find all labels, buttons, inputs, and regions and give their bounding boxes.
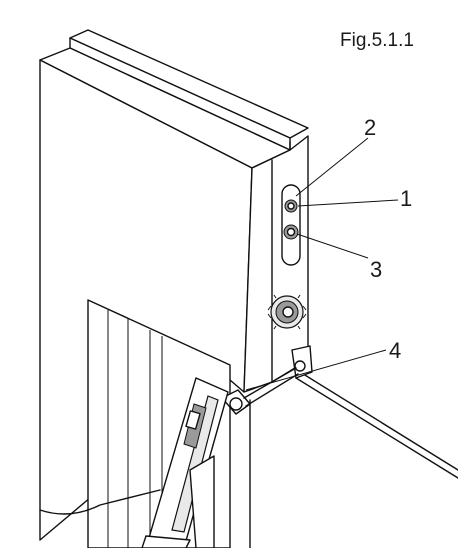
control-panel xyxy=(281,184,301,266)
button-3-icon xyxy=(283,224,299,240)
pivot-hinge xyxy=(221,345,313,415)
callout-3: 3 xyxy=(370,257,382,282)
leader-lines xyxy=(245,137,399,391)
callout-1: 1 xyxy=(400,186,412,211)
machine-housing-drawing xyxy=(39,29,458,548)
adjustment-knob-icon xyxy=(267,294,307,330)
callout-2: 2 xyxy=(364,115,376,140)
figure-title: Fig.5.1.1 xyxy=(340,30,414,51)
callout-4: 4 xyxy=(389,338,401,363)
button-1-icon xyxy=(284,199,298,213)
support-arm xyxy=(141,377,229,548)
